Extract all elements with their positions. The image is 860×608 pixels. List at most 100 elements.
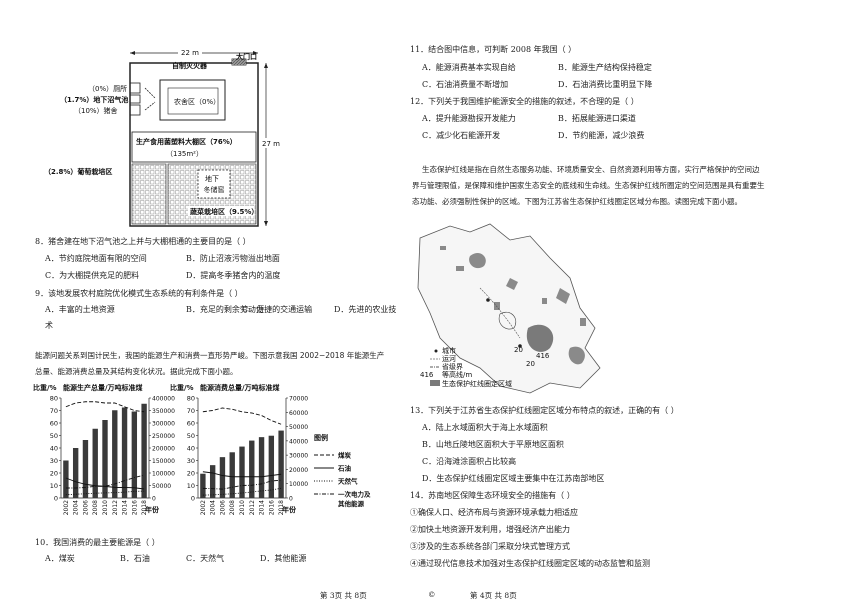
chart1-left-axis-title: 比重/% (170, 383, 194, 392)
chart1-left-tick-label: 30 (187, 457, 195, 465)
chart0-bar (112, 410, 118, 498)
q8-option-b[interactable]: B．防止沼液污物溢出地面 (186, 254, 280, 263)
chart1-left-tick-label: 10 (187, 482, 195, 490)
q12-option-c[interactable]: C．减少化石能源开发 (422, 131, 501, 140)
q13-option-d[interactable]: D．生态保护红线圈定区域主要集中在江苏南部地区 (422, 474, 605, 483)
cellar-label-1: 地下 (205, 174, 219, 183)
q9-option-d[interactable]: D．先进的农业技 (334, 305, 397, 314)
chart1-x-tick-label: 2002 (200, 500, 207, 515)
q9-option-c[interactable]: C．便捷的交通运输 (242, 305, 313, 314)
chart0-x-tick-label: 2002 (63, 500, 70, 515)
q14-statement-3: ③涉及的生态系统各部门采取分块式管理方式 (410, 542, 570, 551)
chart1-bar (249, 440, 255, 498)
chart1-series-line (202, 479, 282, 490)
width-label: 22 m (181, 49, 199, 57)
chart1-x-tick-label: 2010 (239, 500, 246, 515)
q12-option-a[interactable]: A．提升能源勘探开发能力 (422, 114, 516, 123)
q13-option-b[interactable]: B．山地丘陵地区面积大于平原地区面积 (422, 440, 564, 449)
chart1-x-tick-label: 2008 (229, 500, 236, 515)
q11-option-a[interactable]: A．能源消费基本实现自给 (422, 63, 516, 72)
map-contour-label-a: 20 (514, 346, 523, 354)
q13-option-a[interactable]: A．陆上水域面积大于海上水域面积 (422, 423, 548, 432)
chart0-right-tick-label: 50000 (152, 483, 171, 490)
chart0-bar (82, 440, 89, 498)
extinguisher-label: 自制灭火器 (172, 61, 208, 70)
q8-option-c[interactable]: C．为大棚提供充足的肥料 (45, 271, 140, 280)
energy-charts: 比重/%能源生产总量/万吨标准煤010203040506070800500001… (33, 383, 371, 515)
biogas-label: （1.7%）地下沼气池 (60, 95, 128, 104)
footer-mark: © (428, 590, 436, 599)
chart1-series-line (202, 407, 282, 425)
q12-option-d[interactable]: D．节约能源，减少浪费 (558, 131, 645, 140)
question-12: 12．下列关于我国维护能源安全的措施的叙述，不合理的是（ ） (410, 97, 639, 106)
page-number-right: 第 4页 共 8页 (470, 591, 517, 600)
chart1-x-tick-label: 2006 (219, 500, 226, 515)
chart0-bar (141, 403, 147, 498)
eco-intro-line-1: 生态保护红线是指在自然生态服务功能、环境质量安全、自然资源利用等方面，实行严格保… (422, 165, 760, 174)
q12-option-b[interactable]: B．拓展能源进口渠道 (558, 114, 636, 123)
pig-label: （10%）猪舍 (74, 106, 118, 115)
chart0-right-tick-label: 150000 (152, 458, 175, 465)
left-column: 22 m 大门口 自制灭火器 27 m （0%）厕所 （1.7%）地下沼气池 （… (20, 0, 415, 608)
chart1-left-tick-label: 70 (187, 407, 195, 415)
chart0-bar (63, 460, 69, 498)
q14-statement-2: ②加快土地资源开发利用，增强经济产出能力 (410, 525, 570, 534)
q9-option-b[interactable]: B．充足的剩余劳动力 (186, 305, 264, 314)
question-14: 14．苏南地区保障生态环境安全的措施有（ ） (410, 491, 575, 500)
q10-option-c[interactable]: C．天然气 (186, 554, 225, 563)
q10-option-b[interactable]: B．石油 (120, 554, 150, 563)
chart1-right-tick-label: 50000 (289, 424, 308, 431)
page-number-left: 第 3页 共 8页 (320, 591, 367, 600)
toilet-label: （0%）厕所 (88, 84, 127, 93)
q13-option-c[interactable]: C．沿海滩涂面积占比较高 (422, 457, 517, 466)
map-contour-label-c: 20 (526, 360, 535, 368)
q11-option-c[interactable]: C．石油消费量不断增加 (422, 80, 509, 89)
chart1-x-tick-label: 2014 (259, 500, 266, 515)
chart1-right-tick-label: 70000 (289, 396, 308, 403)
chart0-left-tick-label: 30 (50, 457, 58, 465)
chart1-left-tick-label: 60 (187, 420, 195, 428)
q10-option-d[interactable]: D．其他能源 (260, 554, 307, 563)
map-legend-contour-value: 416 (420, 371, 434, 379)
question-9: 9．该地发展农村庭院优化模式生态系统的有利条件是（ ） (35, 289, 243, 298)
q8-option-a[interactable]: A．节约庭院地面有限的空间 (45, 254, 147, 263)
chart1-bar (209, 465, 216, 498)
chart1-x-tick-label: 2012 (249, 500, 256, 515)
cellar-label-2: 冬储窖 (204, 185, 225, 194)
chart1-bar (229, 452, 235, 498)
legend-item-label: 天然气 (338, 477, 358, 486)
q9-option-a[interactable]: A．丰富的土地资源 (45, 305, 115, 314)
chart1-left-tick-label: 20 (187, 470, 195, 478)
chart0-right-tick-label: 250000 (152, 433, 175, 440)
question-10: 10．我国消费的最主要能源是（ ） (35, 538, 160, 547)
chart0-right-tick-label: 400000 (152, 396, 175, 403)
q8-option-d[interactable]: D．提高冬季猪舍内的温度 (186, 271, 281, 280)
q11-option-b[interactable]: B．能源生产结构保持稳定 (558, 63, 652, 72)
legend-item-label: 其他能源 (338, 499, 365, 508)
chart0-series-line (65, 490, 145, 496)
chart0-left-tick-label: 80 (50, 395, 58, 403)
chart0-bar (102, 420, 108, 498)
chart0-series-line (65, 401, 145, 413)
chart0-x-tick-label: 2010 (102, 500, 109, 515)
gate-label: 大门口 (236, 52, 257, 61)
map-contour-label-b: 416 (536, 352, 550, 360)
eco-intro-line-2: 界与管理限值，是保障和维护国家生态安全的底线和生命线。生态保护红线所圈定的空间范… (412, 181, 765, 190)
chart0-left-axis-title: 比重/% (33, 383, 57, 392)
chart1-bar (268, 435, 275, 498)
question-13: 13．下列关于江苏省生态保护红线圈定区域分布特点的叙述，正确的有（ ） (410, 406, 679, 415)
q10-option-a[interactable]: A．煤炭 (45, 554, 75, 563)
chart1-x-tick-label: 2004 (210, 500, 217, 515)
legend-item-label: 煤炭 (338, 451, 352, 460)
jiangsu-map: 20 416 20 城市 运河 省级界 416 等高线/m 生态保护红线圈定区域 (417, 223, 601, 394)
q11-option-d[interactable]: D．石油消费比重明显下降 (558, 80, 653, 89)
chart0-left-tick-label: 50 (50, 432, 58, 440)
chart0-left-tick-label: 10 (50, 482, 58, 490)
grape-label: （2.8%）葡萄栽培区 (44, 167, 112, 176)
q9-option-d-continued: 术 (45, 321, 53, 330)
legend-item-label: 石油 (337, 464, 352, 473)
greenhouse-label: 生产食用菌塑料大棚区（76%） (136, 137, 237, 146)
chart1-bar (239, 446, 245, 498)
question-11: 11．结合图中信息，可判断 2008 年我国（ ） (410, 45, 577, 54)
